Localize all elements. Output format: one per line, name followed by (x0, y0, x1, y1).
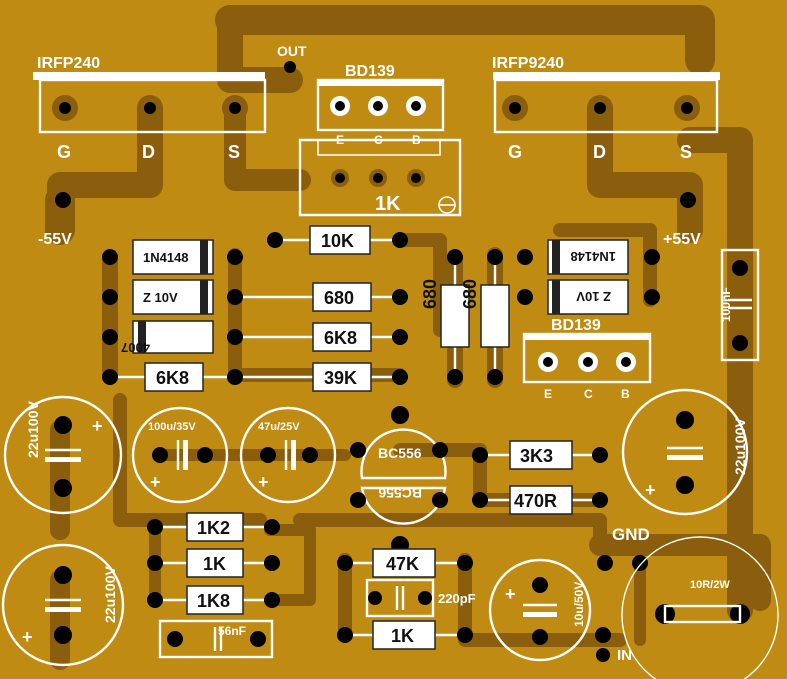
label-irfp9240: IRFP9240 (492, 55, 564, 72)
label-r-680-v1: 680 (420, 279, 440, 309)
label-gnd: GND (612, 525, 650, 544)
label-bd139-top: BD139 (345, 63, 395, 80)
label-d-1n4148-left: 1N4148 (143, 250, 189, 265)
label-r-10r-2w: 10R/2W (690, 579, 730, 591)
label-r-680-v2: 680 (460, 279, 480, 309)
pin-g-right: G (508, 142, 522, 162)
pin-d-left: D (142, 142, 155, 162)
irfp240-transistor (33, 72, 267, 134)
pin-e-mid: E (544, 387, 552, 401)
label-pos-supply: +55V (663, 231, 701, 248)
label-r-6k8-a: 6K8 (324, 328, 357, 348)
pin-b-top: B (412, 133, 421, 147)
label-r-47k: 47K (386, 554, 419, 574)
bd139-mid-transistor (522, 332, 652, 384)
label-c-22u-bottom-left: 22u100V (102, 566, 118, 623)
label-neg-supply: -55V (38, 231, 72, 248)
label-r-6k8-b: 6K8 (156, 368, 189, 388)
bc556-pair (350, 406, 448, 554)
plus-c-22u-right: + (645, 480, 656, 500)
pin-s-left: S (228, 142, 240, 162)
label-c-47u: 47u/25V (258, 421, 300, 433)
vertical-680-resistors (440, 249, 510, 385)
right-diodes (517, 239, 660, 315)
label-bc556-top: BC556 (378, 445, 422, 461)
output-pads (595, 536, 779, 679)
label-r-680: 680 (324, 288, 354, 308)
label-irfp240: IRFP240 (37, 55, 100, 72)
center-bottom-parts (337, 548, 473, 650)
label-r-10k: 10K (321, 231, 354, 251)
label-r-1k: 1K (203, 554, 226, 574)
pin-s-right: S (680, 142, 692, 162)
label-d-z10-right: Z 10V (576, 289, 611, 304)
plus-c-47u: + (258, 472, 269, 492)
label-d-1n4148-right: 1N4148 (570, 249, 616, 264)
plus-c-10u: + (505, 584, 516, 604)
label-c-22u-right: 22u100V (732, 418, 748, 475)
label-c-22u-top-left: 22u100V (25, 401, 41, 458)
electrolytic-caps (1, 388, 749, 667)
label-r-470r: 470R (514, 491, 557, 511)
label-out: OUT (277, 43, 307, 59)
label-r-1k-input: 1K (391, 626, 414, 646)
pin-c-mid: C (584, 387, 593, 401)
label-bc556-bottom: BC556 (378, 485, 422, 501)
supply-pads (55, 61, 696, 208)
label-c-100u: 100u/35V (148, 421, 196, 433)
plus-c-100u: + (150, 472, 161, 492)
right-resistors (472, 440, 608, 515)
plus-c-22u-bottom-left: + (22, 627, 33, 647)
label-r-39k: 39K (324, 368, 357, 388)
bottom-left-resistors (147, 512, 280, 659)
pin-b-mid: B (621, 387, 630, 401)
pin-c-top: C (374, 133, 383, 147)
trimmer-pot (298, 138, 462, 217)
label-c-100nf: 100nF (719, 287, 733, 322)
left-diodes (132, 239, 214, 354)
label-d-4007: 4007 (121, 340, 150, 355)
bd139-top-transistor (316, 78, 445, 132)
label-d-z10-left: Z 10V (143, 290, 178, 305)
label-bd139-mid: BD139 (551, 317, 601, 334)
label-r-3k3: 3K3 (520, 446, 553, 466)
label-c-56nf: 56nF (218, 624, 246, 638)
irfp9240-transistor (493, 72, 720, 134)
label-r-1k8: 1K8 (197, 591, 230, 611)
center-pads (102, 232, 408, 385)
pin-e-top: E (336, 133, 344, 147)
cap-100nf (720, 248, 760, 362)
label-in: IN (617, 647, 632, 664)
label-c-10u: 10u/50V (572, 582, 586, 627)
resistor-row-center (110, 225, 400, 392)
pin-g-left: G (57, 142, 71, 162)
label-pot-1k: 1K (375, 193, 401, 215)
plus-c-22u-top-left: + (92, 416, 103, 436)
label-c-220pf: 220pF (438, 591, 476, 606)
pin-d-right: D (593, 142, 606, 162)
label-r-1k2: 1K2 (197, 518, 230, 538)
